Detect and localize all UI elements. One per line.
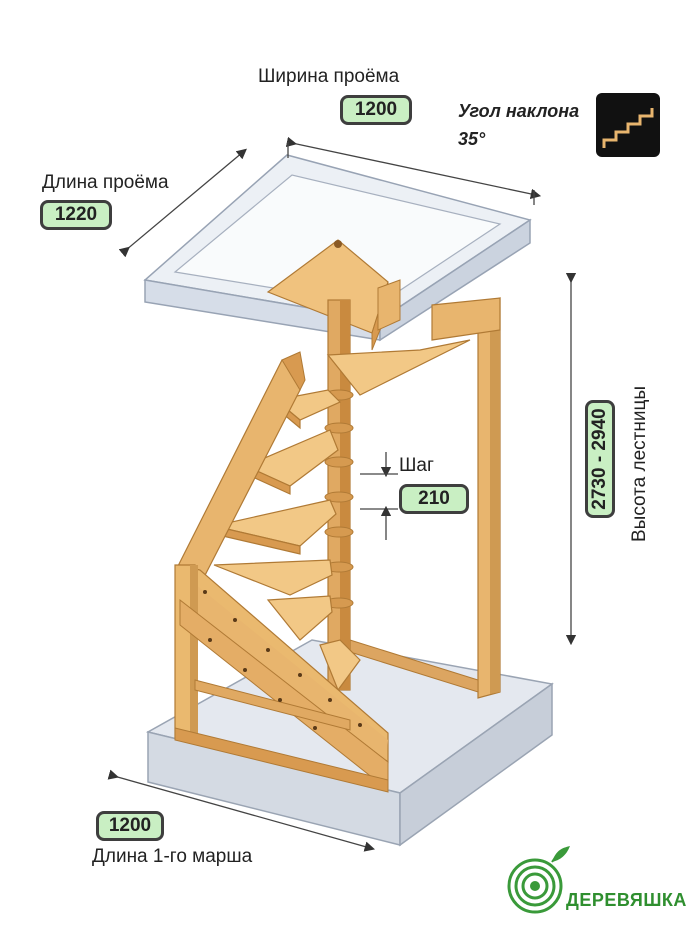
stairs-icon (596, 93, 660, 157)
opening-width-label: Ширина проёма (258, 66, 400, 87)
slope-angle-label: Угол наклона (458, 101, 580, 121)
lower-stringer (174, 564, 389, 793)
opening-length-value: 1220 (40, 200, 112, 230)
stair-height-label: Высота лестницы (629, 385, 650, 543)
step-pitch-label: Шаг (399, 455, 434, 476)
slope-angle-value: 35° (458, 129, 486, 149)
opening-width-value: 1200 (340, 95, 412, 125)
first-flight-length-label: Длина 1-го марша (92, 846, 253, 867)
step-pitch-value: 210 (399, 484, 469, 514)
tree-rings-logo-icon (507, 846, 570, 914)
opening-length-label: Длина проёма (42, 172, 169, 193)
top-landing (266, 239, 401, 351)
dimension-lines (107, 136, 577, 852)
stair-height-value: 2730 - 2940 (585, 400, 615, 518)
brand-name: ДЕРЕВЯШКА (566, 890, 687, 910)
first-flight-length-value: 1200 (96, 811, 164, 841)
spiral-steps (213, 339, 471, 692)
back-posts (349, 297, 501, 699)
